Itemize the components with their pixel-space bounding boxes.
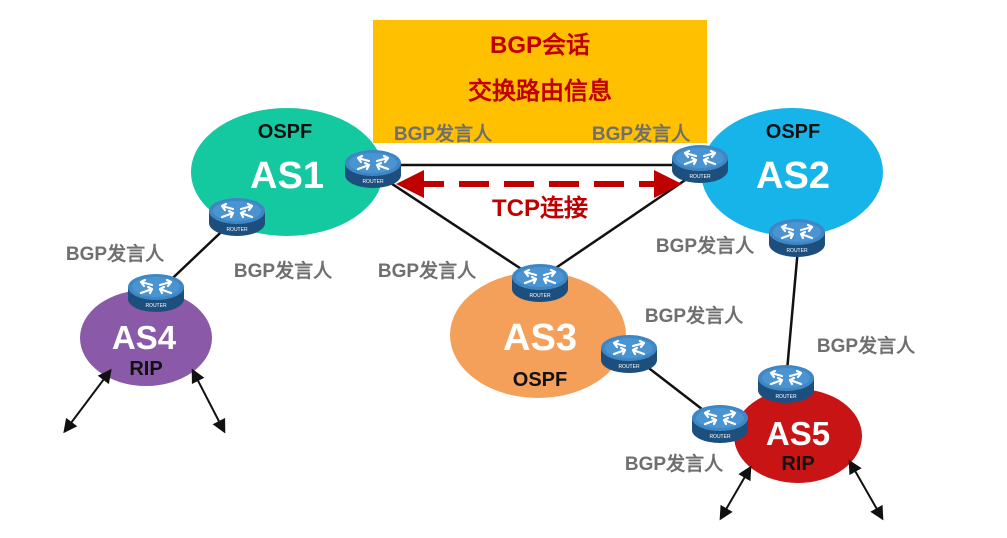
as2-name: AS2 (756, 155, 830, 197)
as1-protocol: OSPF (258, 121, 312, 143)
router-as4-top: ROUTER (126, 272, 186, 314)
as3-name: AS3 (503, 317, 577, 359)
speaker-label-as2-top: BGP发言人 (592, 122, 691, 145)
as5-arrow-left (719, 465, 752, 521)
speaker-label-as3-right: BGP发言人 (645, 304, 744, 327)
tcp-connection-label: TCP连接 (492, 194, 588, 222)
as4-bubble (80, 290, 212, 386)
speaker-label-as1-top: BGP发言人 (394, 122, 493, 145)
router-as3-east: ROUTER (599, 333, 659, 375)
tcp-arrow-left-head (396, 170, 424, 198)
link-as2-as5 (784, 236, 801, 383)
router-as5-top: ROUTER (756, 363, 816, 405)
router-label: ROUTER (145, 303, 167, 309)
speaker-label-as5-right: BGP发言人 (817, 334, 916, 357)
as3-protocol: OSPF (513, 369, 567, 391)
router-as3-top: ROUTER (510, 262, 570, 304)
link-as1-as3 (373, 170, 539, 282)
tcp-arrow-right-head (654, 170, 682, 198)
exchange-routes-title: 交换路由信息 (468, 77, 612, 105)
router-label: ROUTER (226, 227, 248, 233)
router-label: ROUTER (529, 293, 551, 299)
speaker-label-as2-left: BGP发言人 (656, 234, 755, 257)
router-label: ROUTER (689, 174, 711, 180)
as5-protocol: RIP (781, 453, 814, 475)
router-as1-southwest: ROUTER (207, 196, 267, 238)
bgp-session-box (373, 20, 707, 143)
as2-bubble (701, 108, 883, 236)
as4-arrow-left (63, 368, 112, 434)
bgp-session-title: BGP会话 (490, 31, 590, 59)
as5-name: AS5 (766, 415, 830, 452)
router-label: ROUTER (709, 434, 731, 440)
router-label: ROUTER (362, 179, 384, 185)
speaker-label-as5-bottom: BGP发言人 (625, 452, 724, 475)
router-as1-east: ROUTER (343, 148, 403, 190)
as2-protocol: OSPF (766, 121, 820, 143)
speaker-label-as1-bottom: BGP发言人 (234, 259, 333, 282)
router-as2-south: ROUTER (767, 217, 827, 259)
router-label: ROUTER (775, 394, 797, 400)
router-label: ROUTER (786, 248, 808, 254)
router-as5-west: ROUTER (690, 403, 750, 445)
speaker-label-as3-left: BGP发言人 (378, 259, 477, 282)
speaker-label-as4-left: BGP发言人 (66, 242, 165, 265)
as1-name: AS1 (250, 155, 324, 197)
external-arrows (63, 368, 884, 521)
router-label: ROUTER (618, 364, 640, 370)
as5-bubble (734, 389, 862, 483)
as5-arrow-right (848, 459, 884, 521)
as4-protocol: RIP (129, 358, 162, 380)
router-as2-west: ROUTER (670, 143, 730, 185)
as4-arrow-right (191, 368, 226, 434)
as4-name: AS4 (112, 319, 177, 356)
as3-bubble (450, 272, 626, 398)
